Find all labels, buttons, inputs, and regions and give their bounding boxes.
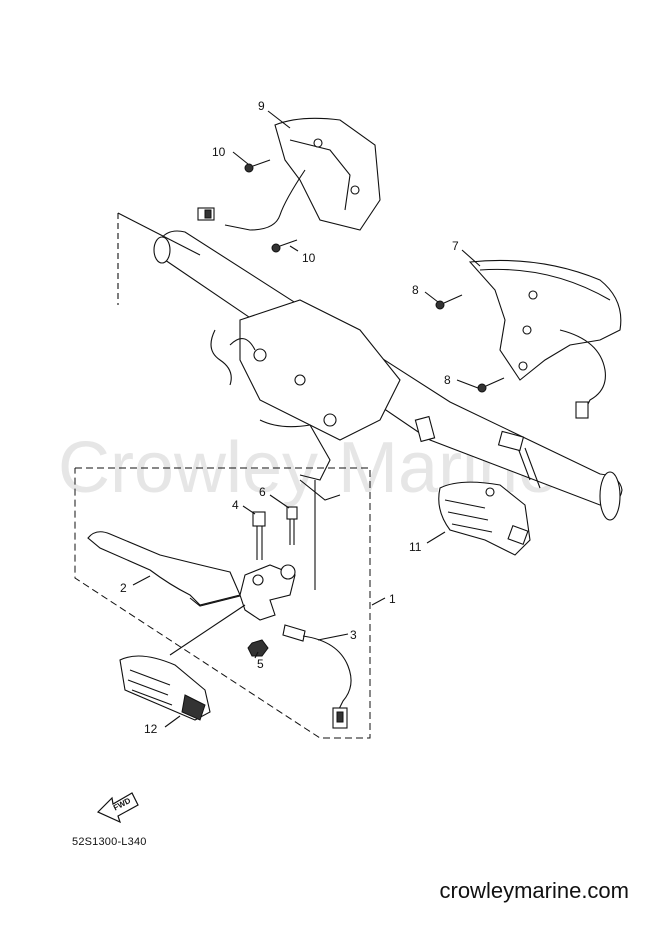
callout-1: 1 (389, 592, 396, 606)
callout-10-upper: 10 (212, 145, 226, 159)
fwd-arrow-icon: FWD (96, 792, 139, 824)
callout-5: 5 (257, 657, 264, 671)
part-11-grip-cover (438, 481, 531, 556)
assembly-outline (74, 467, 371, 739)
callout-12: 12 (144, 722, 158, 736)
callout-7: 7 (452, 239, 459, 253)
lever-bracket (239, 564, 296, 621)
site-url[interactable]: crowleymarine.com (439, 878, 630, 903)
callout-2: 2 (120, 581, 127, 595)
part-7-cover (468, 259, 622, 419)
diagram-code: 52S1300-L340 (72, 836, 147, 848)
nut-5 (247, 639, 269, 657)
part-3-switch-cable (282, 624, 352, 729)
part-2-lever (87, 531, 241, 607)
callout-11: 11 (409, 540, 422, 554)
frame-bracket (117, 212, 401, 590)
bolt-4 (252, 511, 266, 560)
callout-9: 9 (258, 99, 265, 113)
callout-8-lower: 8 (444, 373, 451, 387)
callout-10-lower: 10 (302, 251, 316, 265)
part-12-cover (119, 655, 211, 721)
callout-6: 6 (259, 485, 266, 499)
leader-lines (132, 110, 481, 728)
callout-3: 3 (350, 628, 357, 642)
callout-4: 4 (232, 498, 239, 512)
screw-8-lower (477, 377, 505, 393)
screw-10-lower (271, 239, 298, 253)
screw-10-upper (244, 159, 271, 173)
bolt-6 (286, 506, 298, 545)
callout-8-upper: 8 (412, 283, 419, 297)
screw-8-upper (435, 294, 463, 310)
part-9-cover (197, 117, 381, 231)
